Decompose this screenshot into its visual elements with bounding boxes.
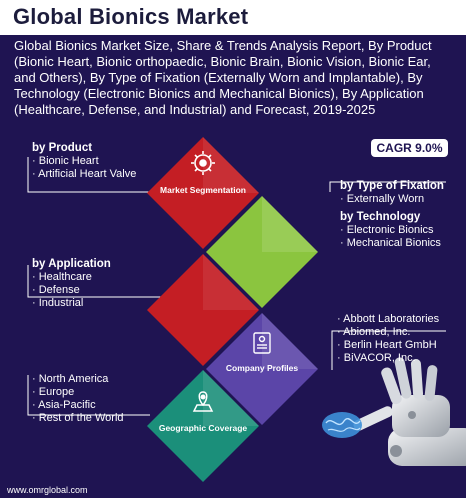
segmentation-label: Market Segmentation [160, 185, 246, 195]
segmentation-diamond [147, 137, 259, 249]
fixation-diamond [206, 196, 318, 308]
application-item: Defense [32, 284, 111, 297]
technology-item: Mechanical Bionics [340, 237, 444, 250]
company-item: Berlin Heart GmbH [337, 339, 439, 352]
product-heading: by Product [32, 142, 93, 154]
region-item: North America [32, 373, 124, 386]
fixation-group: by Type of Fixation Externally Worn by T… [340, 179, 444, 250]
technology-item: Electronic Bionics [340, 224, 444, 237]
companies-group: Abbott Laboratories Abiomed, Inc. Berlin… [337, 313, 439, 365]
region-item: Asia-Pacific [32, 399, 124, 412]
cagr-badge: CAGR 9.0% [371, 139, 448, 157]
application-diamond [147, 254, 259, 366]
application-group: by Application Healthcare Defense Indust… [32, 257, 111, 310]
region-item: Europe [32, 386, 124, 399]
brain-gear-icon [191, 151, 215, 175]
product-item: Bionic Heart [32, 155, 136, 168]
application-connector [27, 265, 180, 298]
fixation-item: Externally Worn [340, 193, 444, 206]
product-group: by Product Bionic Heart Artificial Heart… [32, 141, 136, 181]
robot-hand-icon [322, 357, 466, 466]
company-item: BiVACOR, Inc. [337, 352, 439, 365]
application-heading: by Application [32, 258, 111, 270]
document-profile-icon [253, 332, 271, 354]
geography-label: Geographic Coverage [158, 423, 248, 433]
regions-group: North America Europe Asia-Pacific Rest o… [32, 373, 124, 425]
fixation-heading: by Type of Fixation [340, 180, 444, 192]
diamond-artwork [27, 137, 466, 482]
profiles-diamond [206, 313, 318, 425]
product-item: Artificial Heart Valve [32, 168, 136, 181]
profiles-label: Company Profiles [225, 363, 299, 373]
company-item: Abiomed, Inc. [337, 326, 439, 339]
fixation-connector [329, 181, 446, 192]
report-subtitle: Global Bionics Market Size, Share & Tren… [14, 38, 432, 117]
map-pin-icon [192, 391, 214, 412]
application-item: Healthcare [32, 271, 111, 284]
technology-heading: by Technology [340, 211, 421, 223]
footer-url: www.omrglobal.com [7, 485, 88, 495]
region-item: Rest of the World [32, 412, 124, 425]
company-item: Abbott Laboratories [337, 313, 439, 326]
content-panel: Global Bionics Market Size, Share & Tren… [0, 35, 466, 498]
application-item: Industrial [32, 297, 111, 310]
page-title: Global Bionics Market [13, 4, 249, 29]
geography-diamond [147, 370, 259, 482]
product-connector [27, 157, 150, 193]
